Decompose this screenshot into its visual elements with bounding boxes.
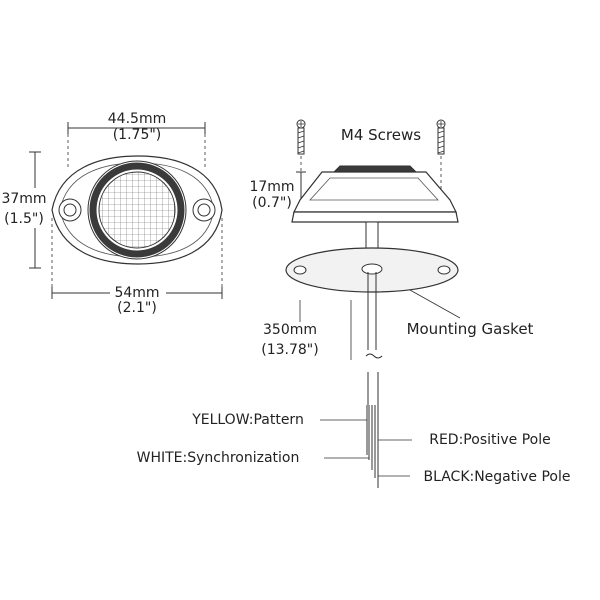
width-top-mm: 44.5mm — [108, 111, 166, 127]
side-height-mm: 17mm — [249, 179, 294, 195]
dimension-height: 37mm (1.5") — [0, 151, 52, 269]
lens-grid — [98, 171, 176, 249]
mounting-gasket — [285, 247, 459, 293]
height-mm: 37mm — [1, 191, 46, 207]
wire-ends — [366, 405, 379, 488]
width-top-inch: (1.75") — [113, 127, 162, 143]
wire-yellow-label: YELLOW:Pattern — [191, 412, 304, 428]
lens-ring — [89, 162, 185, 258]
front-view: 44.5mm (1.75") 37mm (1.5") — [0, 111, 223, 316]
height-inch: (1.5") — [4, 211, 44, 227]
gasket-label: Mounting Gasket — [407, 320, 534, 338]
screws-label: M4 Screws — [341, 126, 421, 144]
light-housing-side — [291, 165, 459, 223]
side-height-inch: (0.7") — [252, 195, 292, 211]
wire-red-label: RED:Positive Pole — [429, 432, 551, 448]
screw-left-icon — [296, 119, 306, 155]
dimension-width-top: 44.5mm (1.75") — [67, 111, 206, 170]
dimension-cable-length: 350mm (13.78") — [261, 300, 352, 360]
dimension-width-bottom: 54mm (2.1") — [51, 218, 223, 316]
wire-black-label: BLACK:Negative Pole — [423, 469, 570, 485]
cable-length-inch: (13.78") — [261, 342, 318, 358]
width-bottom-inch: (2.1") — [117, 300, 157, 316]
cable-length-mm: 350mm — [263, 322, 317, 338]
cable-break-icon — [365, 353, 383, 359]
side-view: M4 Screws 17mm (0.7") Mount — [137, 119, 571, 488]
wire-white-label: WHITE:Synchronization — [137, 450, 300, 466]
dimension-side-height: 17mm (0.7") — [249, 171, 306, 223]
light-housing-front — [51, 155, 223, 265]
screw-right-icon — [436, 119, 446, 155]
width-bottom-mm: 54mm — [114, 285, 159, 301]
